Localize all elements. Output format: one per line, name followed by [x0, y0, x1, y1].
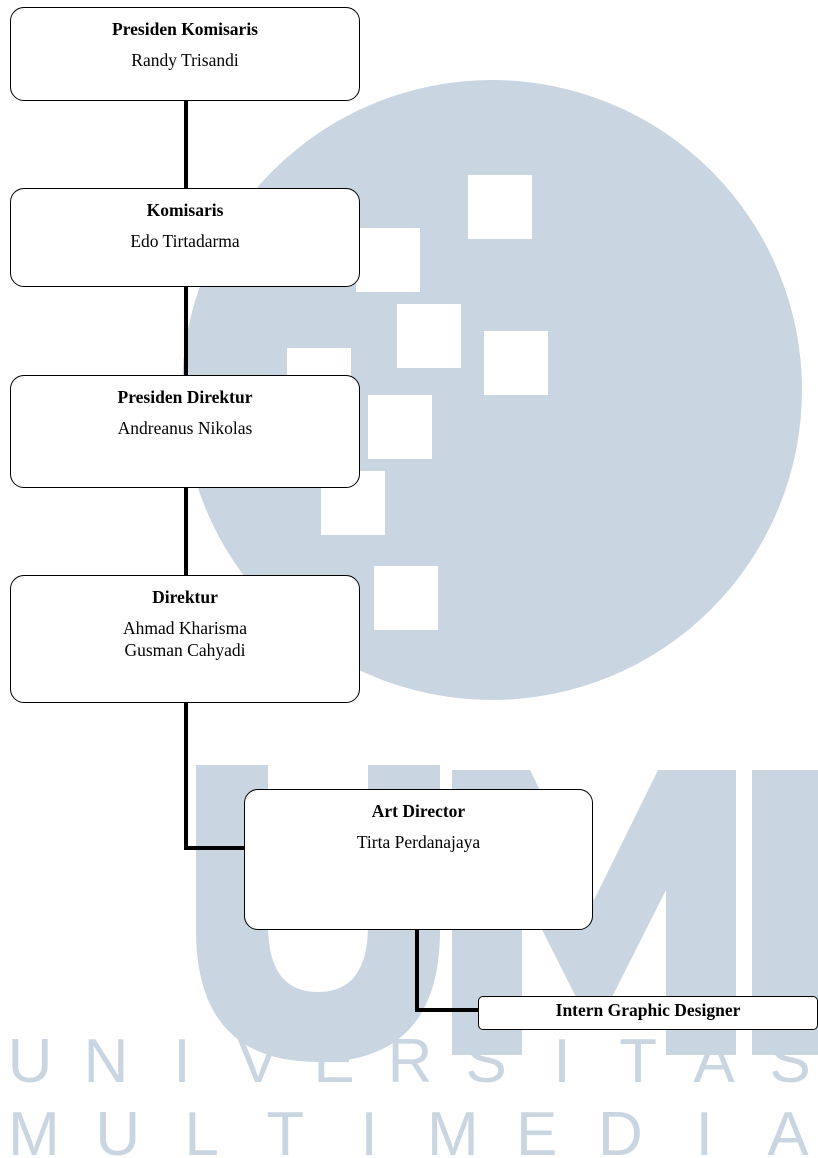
- multimedia-letter: L: [184, 1100, 218, 1158]
- multimedia-letter: U: [95, 1100, 140, 1158]
- multimedia-letter: I: [360, 1100, 377, 1158]
- watermark-letter-n: [752, 770, 818, 1055]
- multimedia-letter: D: [598, 1100, 643, 1158]
- direktur-name-2: Gusman Cahyadi: [124, 640, 246, 660]
- watermark-square: [356, 228, 420, 292]
- komisaris-role: Komisaris: [146, 200, 224, 220]
- direktur-role: Direktur: [152, 587, 218, 607]
- universitas-letter: N: [84, 1027, 129, 1096]
- multimedia-letter: A: [767, 1100, 809, 1158]
- universitas-letter: I: [173, 1027, 190, 1096]
- komisaris-box: Komisaris Edo Tirtadarma: [10, 188, 360, 287]
- universitas-letter: S: [769, 1027, 810, 1096]
- universitas-letter: U: [8, 1027, 53, 1096]
- presiden-direktur-role: Presiden Direktur: [117, 387, 253, 407]
- watermark-squares: [287, 175, 548, 630]
- presiden-komisaris-box: Presiden Komisaris Randy Trisandi: [10, 7, 360, 101]
- universitas-letter: S: [465, 1027, 506, 1096]
- universitas-letter: T: [619, 1027, 657, 1096]
- intern-box: Intern Graphic Designer: [478, 996, 818, 1030]
- multimedia-letter: T: [266, 1100, 304, 1158]
- komisaris-name: Edo Tirtadarma: [130, 231, 240, 251]
- art-director-name: Tirta Perdanajaya: [356, 832, 481, 852]
- watermark-square: [368, 395, 432, 459]
- connector-line: [415, 928, 480, 1012]
- intern-role: Intern Graphic Designer: [555, 1000, 741, 1020]
- universitas-letter: I: [553, 1027, 570, 1096]
- watermark-square: [468, 175, 532, 239]
- multimedia-letter: M: [8, 1100, 60, 1158]
- universitas-letter: V: [237, 1027, 279, 1096]
- presiden-komisaris-role: Presiden Komisaris: [112, 19, 258, 39]
- direktur-name-1: Ahmad Kharisma: [123, 618, 247, 638]
- universitas-letter: A: [693, 1027, 735, 1096]
- presiden-direktur-name: Andreanus Nikolas: [117, 418, 253, 438]
- watermark-square: [374, 566, 438, 630]
- connector-line: [184, 701, 246, 850]
- art-director-role: Art Director: [371, 801, 466, 821]
- universitas-letter: R: [388, 1027, 433, 1096]
- multimedia-letter: I: [696, 1100, 713, 1158]
- presiden-komisaris-name: Randy Trisandi: [131, 50, 239, 70]
- presiden-direktur-box: Presiden Direktur Andreanus Nikolas: [10, 375, 360, 488]
- watermark-square: [397, 304, 461, 368]
- watermark-square: [484, 331, 548, 395]
- multimedia-letter: E: [516, 1100, 557, 1158]
- direktur-box: Direktur Ahmad Kharisma Gusman Cahyadi: [10, 575, 360, 703]
- universitas-letter: E: [313, 1027, 354, 1096]
- multimedia-letter: M: [427, 1100, 479, 1158]
- art-director-box: Art Director Tirta Perdanajaya: [244, 789, 593, 930]
